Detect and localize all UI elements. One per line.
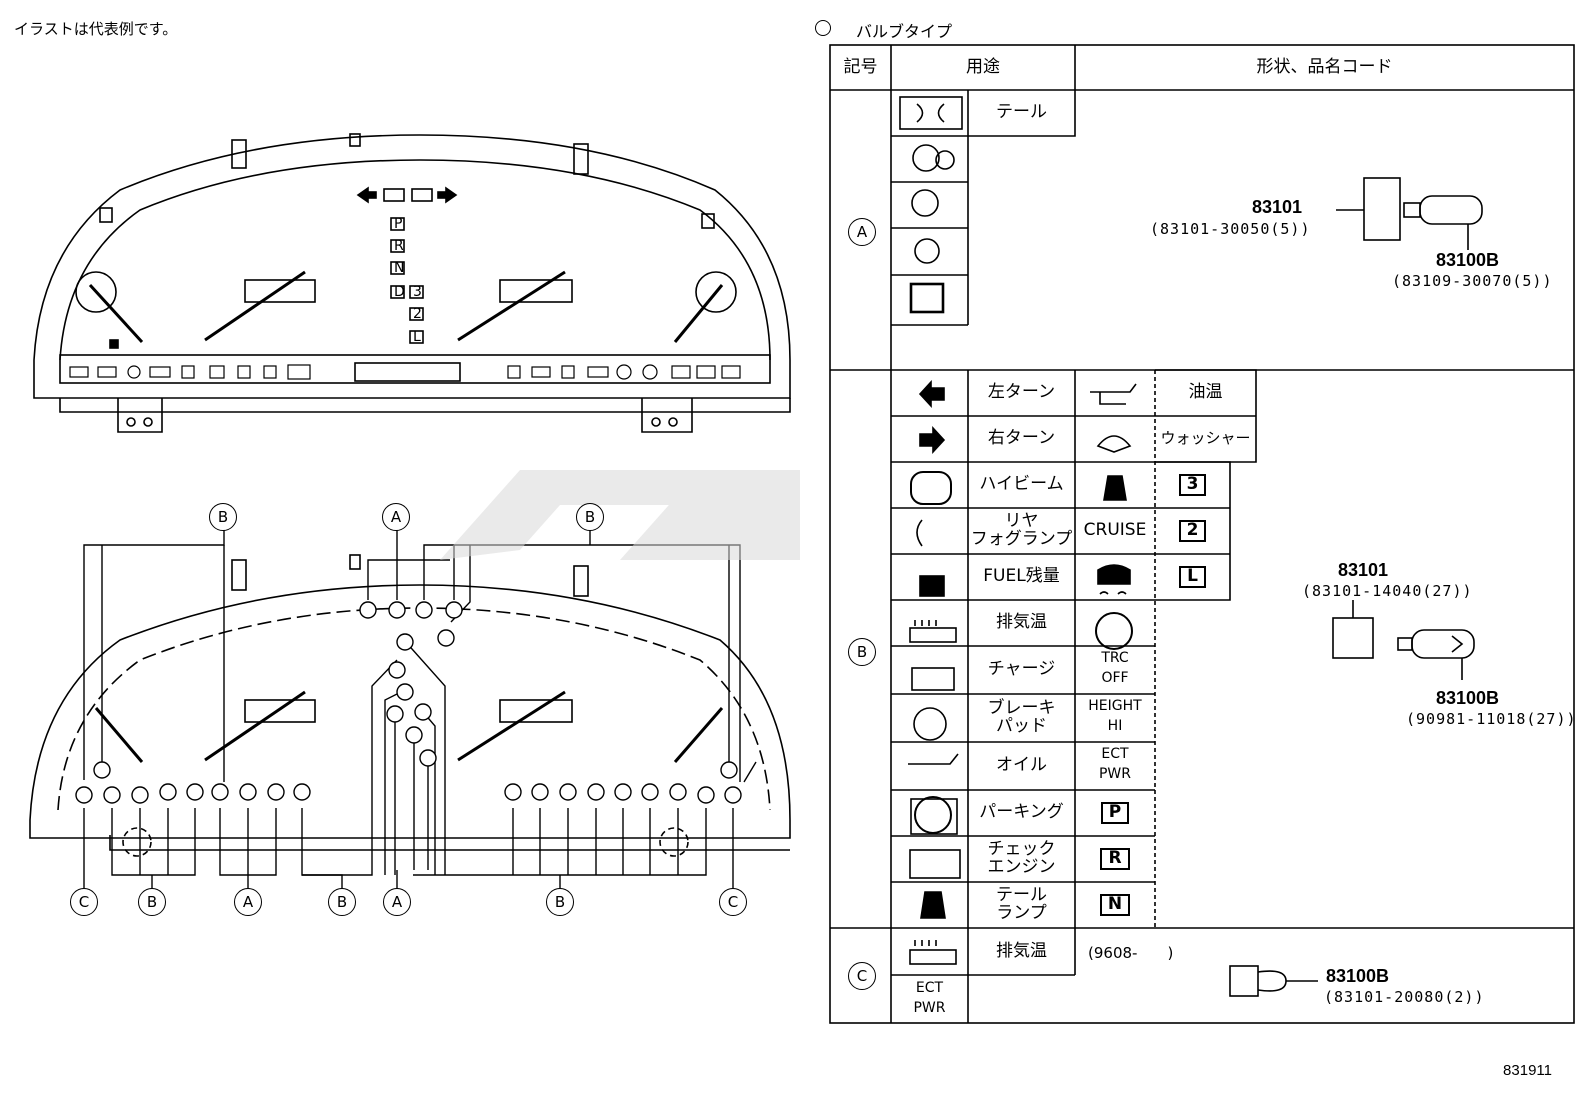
callout-top-a: A	[382, 503, 410, 531]
gear-label-l: L	[413, 329, 421, 345]
group-a-symbol: A	[848, 218, 876, 246]
group-b-hi-text: HI	[1107, 717, 1123, 734]
group-b-brake-pad: ブレーキ パッド	[987, 698, 1056, 736]
header-use: 用途	[966, 56, 1000, 77]
group-b-tail-lamp: テール ランプ	[996, 885, 1047, 923]
group-a-item-tail: テール	[996, 102, 1047, 123]
group-b-ect-text: ECT	[1101, 745, 1129, 762]
gear-label-d: D	[394, 284, 405, 300]
callout-bottom-a-1: A	[234, 888, 262, 916]
group-b-check-engine: チェック エンジン	[987, 839, 1056, 877]
group-b-bulb-code: (90981-11018(27))	[1406, 710, 1577, 728]
group-c-bulb-part: 83100B	[1326, 966, 1390, 986]
group-b-high-beam: ハイビーム	[979, 474, 1064, 495]
group-b-exhaust-temp: 排気温	[996, 612, 1047, 633]
group-b-oil-temp: 油温	[1188, 382, 1223, 403]
group-b-left-turn: 左ターン	[987, 382, 1056, 403]
group-b-washer: ウォッシャー	[1160, 429, 1251, 448]
gear-box-3: 3	[1155, 462, 1230, 508]
callout-bottom-b-1: B	[138, 888, 166, 916]
group-b-trc-text: TRC	[1101, 649, 1129, 666]
group-b-socket-code: (83101-14040(27))	[1302, 582, 1473, 600]
gear-box-r: R	[1075, 836, 1155, 882]
group-b-right-turn: 右ターン	[987, 428, 1056, 449]
group-b-symbol: B	[848, 638, 876, 666]
bulb-type-label: バルブタイプ	[856, 22, 953, 41]
gear-box-p: P	[1075, 790, 1155, 836]
gear-label-p: P	[394, 216, 403, 232]
gear-box-2: 2	[1155, 508, 1230, 554]
group-b-oil: オイル	[996, 755, 1047, 776]
gear-label-n: N	[394, 260, 405, 276]
cluster-illustrations	[29, 133, 800, 888]
figure-number: 831911	[1503, 1062, 1552, 1079]
group-b-charge: チャージ	[987, 659, 1056, 680]
group-b-cruise-icon-text: CRUISE	[1083, 520, 1147, 541]
callout-bottom-b-2: B	[328, 888, 356, 916]
bottom-cluster-shell	[29, 584, 791, 839]
group-a-socket-part: 83101	[1252, 197, 1303, 217]
group-b-fuel: FUEL残量	[983, 566, 1060, 587]
top-cluster-shell	[33, 134, 791, 399]
group-b-bulb-part: 83100B	[1436, 688, 1500, 708]
header-symbol: 記号	[843, 56, 878, 77]
group-b-socket-part: 83101	[1338, 560, 1389, 580]
group-c-ect-text: ECT	[915, 979, 944, 996]
gear-label-2: 2	[413, 306, 422, 322]
gear-label-3: 3	[413, 284, 422, 300]
group-b-pwr-text: PWR	[1098, 765, 1131, 782]
bulb-type-circle-icon	[815, 20, 831, 36]
group-a-socket-code: (83101-30050(5))	[1150, 220, 1311, 238]
group-c-pwr-text: PWR	[913, 999, 946, 1016]
callout-bottom-c-right: C	[719, 888, 747, 916]
note-text: イラストは代表例です。	[14, 20, 178, 38]
gear-box-n: N	[1075, 882, 1155, 928]
gear-label-r: R	[394, 238, 404, 254]
callout-bottom-b-3: B	[546, 888, 574, 916]
group-b-rear-fog: リヤ フォグランプ	[970, 511, 1073, 549]
callout-bottom-c-left: C	[70, 888, 98, 916]
group-b-off-text: OFF	[1101, 669, 1129, 686]
group-c-bulb-code: (83101-20080(2))	[1324, 988, 1485, 1006]
group-b-height-text: HEIGHT	[1088, 697, 1142, 714]
callout-bottom-a-2: A	[383, 888, 411, 916]
group-a-bulb-code: (83109-30070(5))	[1392, 272, 1553, 290]
group-b-parking: パーキング	[979, 802, 1064, 823]
group-c-date-range: (9608- )	[1088, 944, 1174, 962]
header-shape-code: 形状、品名コード	[1256, 56, 1393, 77]
group-c-exhaust-temp: 排気温	[996, 940, 1047, 961]
gear-box-l: L	[1155, 554, 1230, 600]
group-c-symbol: C	[848, 962, 876, 990]
callout-top-b-left: B	[209, 503, 237, 531]
callout-top-b-right: B	[576, 503, 604, 531]
group-a-bulb-part: 83100B	[1436, 250, 1500, 270]
